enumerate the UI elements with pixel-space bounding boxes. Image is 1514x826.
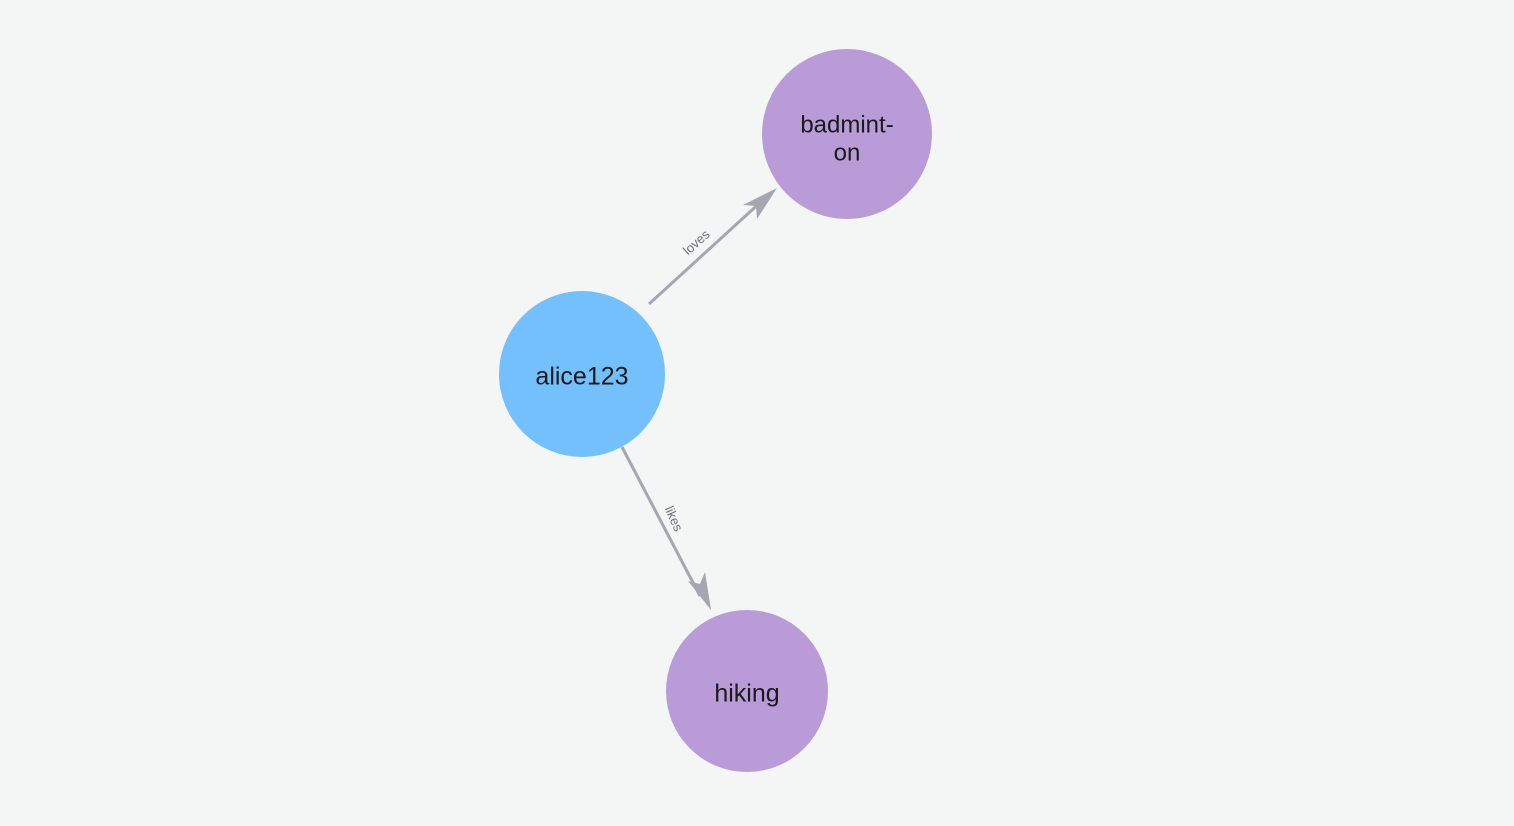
edge-likes-arrowhead [688,572,711,610]
edge-loves-label: loves [680,226,713,258]
node-hiking[interactable]: hiking [666,610,828,772]
node-hiking-circle[interactable] [666,610,828,772]
node-badminton-circle[interactable] [762,49,932,219]
edge-likes-line [620,446,702,597]
node-alice123-circle[interactable] [499,291,665,457]
node-alice123[interactable]: alice123 [499,291,665,457]
edge-likes[interactable]: likes [620,446,711,610]
edge-loves[interactable]: loves [647,188,777,306]
edge-loves-line [647,198,765,306]
edge-loves-arrowhead [743,188,777,219]
node-badminton[interactable]: badmint- on [762,49,932,219]
